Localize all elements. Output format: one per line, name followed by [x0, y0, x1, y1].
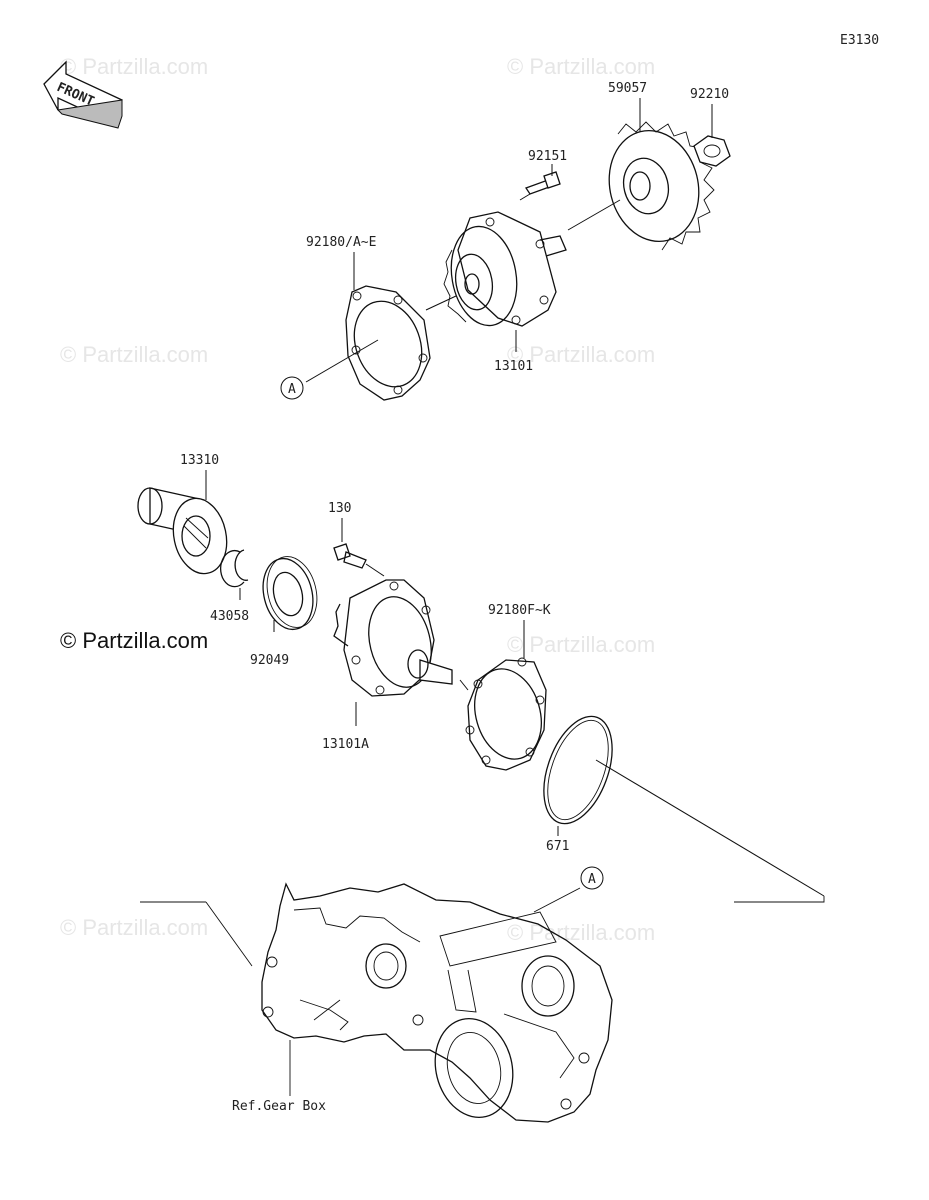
part-label-92180ae[interactable]: 92180/A~E: [306, 235, 376, 250]
part-labels: 59057 92210 92151 92180/A~E 13101 13310 …: [180, 81, 729, 1114]
watermark: © Partzilla.com: [507, 632, 655, 657]
part-label-671[interactable]: 671: [546, 839, 569, 854]
nut-92210: [693, 135, 731, 167]
bolt-92151: [525, 171, 561, 195]
gasket-92180ae: [345, 285, 431, 401]
part-label-gear-box[interactable]: Ref.Gear Box: [232, 1099, 326, 1114]
gear-59057: [608, 121, 715, 251]
leader-lines-upper: [305, 98, 713, 383]
part-label-92151[interactable]: 92151: [528, 149, 567, 164]
snap-ring-43058: [219, 549, 249, 588]
watermark: © Partzilla.com: [507, 54, 655, 79]
watermark: © Partzilla.com: [60, 342, 208, 367]
callout-a-top: A: [280, 376, 304, 400]
part-label-92049[interactable]: 92049: [250, 653, 289, 668]
watermark: © Partzilla.com: [60, 915, 208, 940]
part-label-13101[interactable]: 13101: [494, 359, 533, 374]
leader-lines-middle: [205, 470, 825, 897]
watermark: © Partzilla.com: [507, 920, 655, 945]
o-ring-671: [543, 715, 613, 825]
svg-text:A: A: [588, 872, 596, 887]
watermark-main: © Partzilla.com: [60, 628, 208, 653]
watermark: © Partzilla.com: [507, 342, 655, 367]
sleeve-13310: [137, 487, 228, 575]
bolt-130: [333, 543, 367, 569]
part-label-43058[interactable]: 43058: [210, 609, 249, 624]
oil-seal-92049: [262, 556, 318, 631]
front-arrow-icon: FRONT: [43, 60, 123, 129]
part-label-92180fk[interactable]: 92180F~K: [488, 603, 551, 618]
part-label-59057[interactable]: 59057: [608, 81, 647, 96]
watermark: © Partzilla.com: [60, 54, 208, 79]
diagram-code: E3130: [840, 33, 879, 48]
callout-a-bottom: A: [580, 866, 604, 890]
gear-box-reference: [140, 882, 825, 1123]
gasket-92180fk: [465, 657, 547, 771]
part-label-13101a[interactable]: 13101A: [322, 737, 369, 752]
part-label-92210[interactable]: 92210: [690, 87, 729, 102]
bevel-gear-13101a: [333, 579, 453, 697]
part-label-13310[interactable]: 13310: [180, 453, 219, 468]
watermarks: © Partzilla.com © Partzilla.com © Partzi…: [60, 54, 655, 945]
svg-text:A: A: [288, 382, 296, 397]
part-label-130[interactable]: 130: [328, 501, 351, 516]
bevel-gear-13101: [443, 211, 567, 327]
